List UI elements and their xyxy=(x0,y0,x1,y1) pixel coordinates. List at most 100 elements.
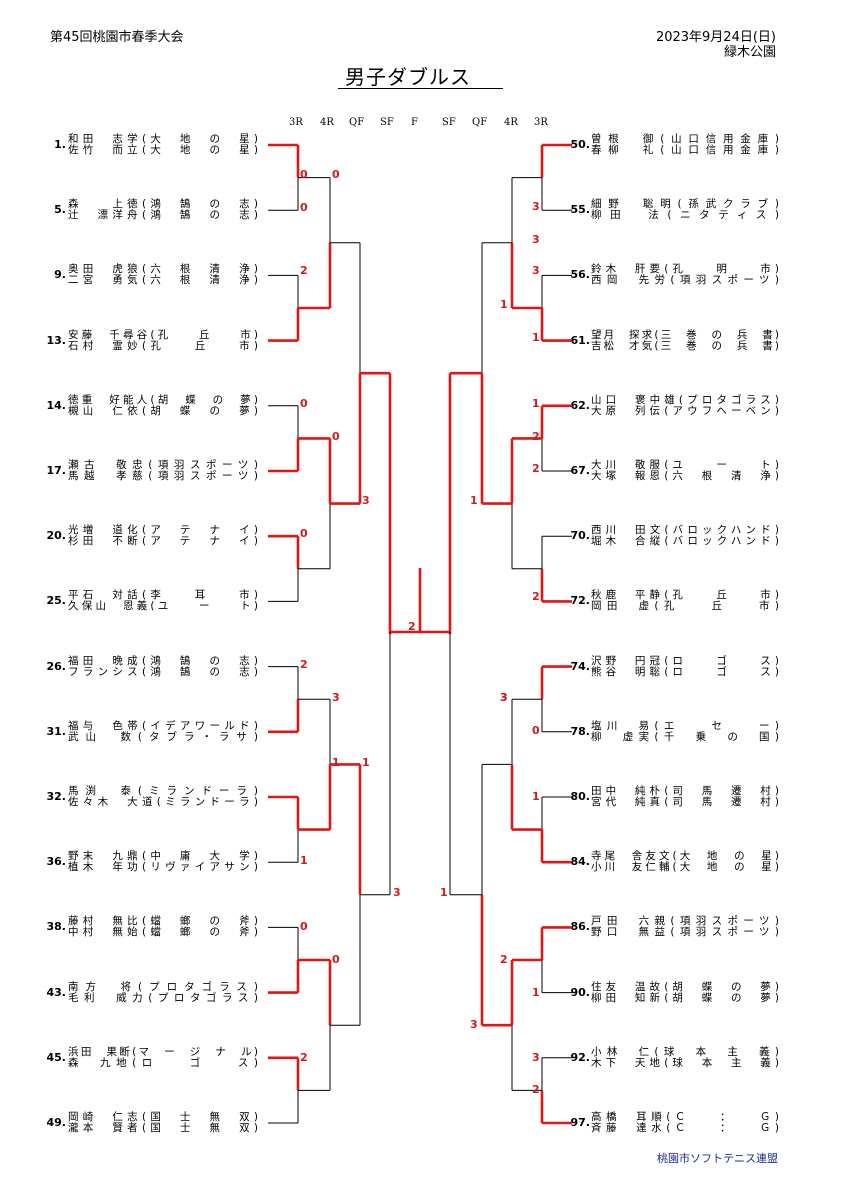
player-name: 槻山 仁依(胡 蝶 の 夢) xyxy=(68,404,258,417)
player-name: 戸田 六親(項羽スポーツ) xyxy=(591,915,779,928)
entry-pair: 南方 将(プロタゴラス)毛利 威力(プロタゴラス) xyxy=(68,980,258,1004)
match-score: 3 xyxy=(532,233,540,246)
player-name: 寺尾 舎友文(大 地 の 星) xyxy=(591,850,779,863)
player-name: 中村 無始(蟷 螂 の 斧) xyxy=(68,926,258,939)
seed-number: 43. xyxy=(46,985,67,999)
player-name: 曽根 御(山口信用金庫) xyxy=(591,133,779,145)
player-name: 佐竹 而立(大 地 の 星) xyxy=(68,144,258,156)
category-title: 男子ダブルス xyxy=(345,65,471,89)
player-name: 小林 仁(球 本 主 義) xyxy=(591,1045,779,1058)
match-score: 3 xyxy=(470,1018,478,1031)
seed-number: 90. xyxy=(570,985,591,999)
player-name: 福田 晩成(鴻 鵠 の 志) xyxy=(68,654,258,667)
seed-number: 67. xyxy=(570,464,591,477)
entry-pair: 光増 道化(ア テ ナ イ)杉田 不断(ア テ ナ イ) xyxy=(68,525,258,547)
match-score: 3 xyxy=(532,264,540,277)
player-name: 田中 純朴(司 馬 遷 村) xyxy=(591,785,779,797)
match-score: 1 xyxy=(362,756,370,769)
seed-number: 80. xyxy=(570,790,591,803)
seed-number: 25. xyxy=(46,594,67,608)
seed-number: 49. xyxy=(46,1116,67,1129)
match-score: 1 xyxy=(332,756,340,769)
match-score: 2 xyxy=(500,953,508,966)
match-score: 2 xyxy=(408,620,416,633)
entry-pair: 福田 晩成(鴻 鵠 の 志)フランシス(鴻 鵠 の 志) xyxy=(68,654,258,678)
player-name: 大原 列伝(アウフヘーベン) xyxy=(591,404,779,417)
player-name: 西岡 先労(項羽スポーツ) xyxy=(591,274,779,287)
seed-number: 56. xyxy=(570,268,591,282)
match-score: 0 xyxy=(332,430,340,443)
entry-pair: 戸田 六親(項羽スポーツ)野口 無益(項羽スポーツ) xyxy=(591,916,779,938)
player-name: 柳 虚実(千 乗 の 国) xyxy=(591,730,779,743)
entry-pair: 沢野 円冠(ロ ゴ ス)熊谷 明聡(ロ ゴ ス) xyxy=(591,655,779,678)
player-name: 馬渕 泰(ミランドーラ) xyxy=(68,785,258,797)
entry-pair: 浜田 果断(マ ー ジ ナ ル)森 九地(ロ ゴ ス) xyxy=(68,1046,258,1069)
player-name: 望月 探求(三 巻 の 兵 書) xyxy=(591,328,779,341)
match-score: 0 xyxy=(300,397,308,410)
match-score: 1 xyxy=(532,331,540,344)
player-name: 馬越 孝慈(項羽スポーツ) xyxy=(68,470,258,482)
player-name: 奥田 虎狼(六 根 清 浄) xyxy=(68,263,258,276)
seed-number: 97. xyxy=(570,1116,591,1129)
player-name: 辻 漂洋舟(鴻 鵠 の 志) xyxy=(68,209,258,222)
round-label-right: QF xyxy=(472,117,488,128)
player-name: 藤村 無比(蟷 螂 の 斧) xyxy=(68,915,258,928)
player-name: 大塚 報恩(六 根 清 浄) xyxy=(591,470,779,482)
player-name: 瀬古 敬忠(項羽スポーツ) xyxy=(68,459,258,471)
seed-number: 84. xyxy=(570,855,591,869)
seed-number: 36. xyxy=(46,855,67,869)
seed-number: 17. xyxy=(46,464,67,477)
federation-footer: 桃園市ソフトテニス連盟 xyxy=(657,1152,778,1165)
match-score: 3 xyxy=(532,200,540,213)
match-score: 0 xyxy=(532,724,540,737)
entry-pair: 鈴木 肝要(孔 明 市)西岡 先労(項羽スポーツ) xyxy=(591,264,779,286)
match-score: 2 xyxy=(532,1083,540,1096)
entry-pair: 大川 敬服(ユ ー ト)大塚 報恩(六 根 清 浄) xyxy=(591,460,779,482)
seed-number: 45. xyxy=(46,1050,67,1064)
player-name: 平石 対話(李 耳 市) xyxy=(68,589,258,602)
entry-pair: 山口 褒中雄(プロタゴラス)大原 列伝(アウフヘーベン) xyxy=(591,393,779,417)
seed-number: 14. xyxy=(46,398,67,412)
match-score: 2 xyxy=(300,658,308,671)
match-score: 2 xyxy=(300,1051,308,1064)
player-name: フランシス(鴻 鵠 の 志) xyxy=(68,665,258,678)
player-name: 植木 年功(リヴァイアサン) xyxy=(68,861,258,874)
match-score: 3 xyxy=(500,691,508,704)
seed-number: 9. xyxy=(54,268,66,282)
match-score: 0 xyxy=(300,920,308,933)
player-name: 吉松 才気(三 巻 の 兵 書) xyxy=(591,339,779,352)
entry-pair: 小林 仁(球 本 主 義)木下 天地(球 本 主 義) xyxy=(591,1045,779,1069)
entry-pair: 秋鹿 平静(孔 丘 市)岡田 虚(孔 丘 市) xyxy=(591,590,779,612)
match-score: 1 xyxy=(532,397,540,410)
match-score: 2 xyxy=(532,462,540,475)
player-name: 石村 霊妙(孔 丘 市) xyxy=(68,339,258,352)
player-name: 森 上徳(鴻 鵠 の 志) xyxy=(68,198,258,211)
seed-number: 74. xyxy=(570,659,591,673)
player-name: 杉田 不断(ア テ ナ イ) xyxy=(68,535,258,548)
event-title: 第45回桃園市春季大会 xyxy=(50,30,184,45)
player-name: 岡崎 仁志(国 士 無 双) xyxy=(68,1111,258,1123)
player-name: 柳田 法(ニタティス) xyxy=(591,209,779,222)
seed-number: 32. xyxy=(46,790,67,803)
player-name: 武山 数(タブラ・ラサ) xyxy=(68,730,258,743)
match-score: 2 xyxy=(532,430,540,443)
player-name: 和田 志学(大 地 の 星) xyxy=(68,133,258,145)
player-name: 塩川 易(エ セ ー) xyxy=(591,719,779,732)
player-name: 南方 将(プロタゴラス) xyxy=(68,980,258,993)
player-name: 鈴木 肝要(孔 明 市) xyxy=(591,263,779,276)
title-underline xyxy=(338,88,503,89)
player-name: 小川 友仁輔(大 地 の 星) xyxy=(591,861,779,874)
round-label-left: SF xyxy=(380,117,394,128)
round-label-left: F xyxy=(411,117,418,128)
player-name: 堀木 合縦(バロックハンド) xyxy=(591,535,779,548)
entry-pair: 望月 探求(三 巻 の 兵 書)吉松 才気(三 巻 の 兵 書) xyxy=(591,328,779,352)
player-name: 佐々木 大道(ミランドーラ) xyxy=(68,796,258,808)
match-score: 1 xyxy=(470,494,478,507)
match-score: 1 xyxy=(440,886,448,899)
seed-number: 78. xyxy=(570,724,591,738)
round-label-left: 3R xyxy=(289,117,303,128)
player-name: 徳重 好能人(胡 蝶 の 夢) xyxy=(68,393,258,406)
entry-pair: 田中 純朴(司 馬 遷 村)宮代 純真(司 馬 遷 村) xyxy=(591,786,779,808)
entry-pair: 岡崎 仁志(国 士 無 双)瀧本 賢者(国 士 無 双) xyxy=(68,1112,258,1134)
player-name: 山口 褒中雄(プロタゴラス) xyxy=(591,393,779,406)
